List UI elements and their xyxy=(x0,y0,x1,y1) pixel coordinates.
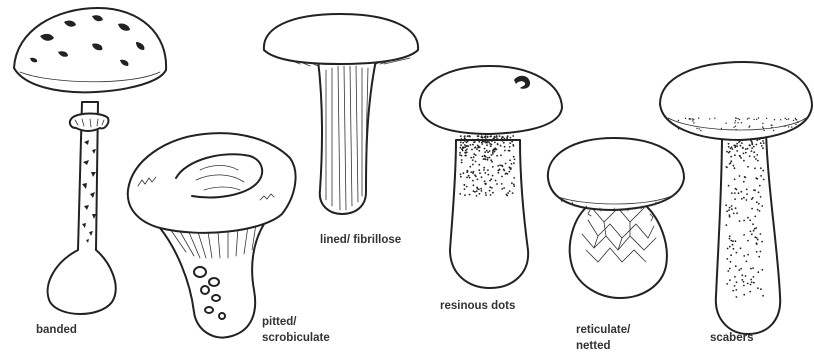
label-reticulate-line1: reticulate/ xyxy=(576,322,630,338)
label-resinous: resinous dots xyxy=(440,298,515,314)
label-pitted: pitted/ scrobiculate xyxy=(262,314,330,346)
label-lined: lined/ fibrillose xyxy=(320,232,401,248)
label-scabers: scabers xyxy=(710,330,753,346)
resinous-mushroom-drawing xyxy=(420,66,562,288)
label-reticulate: reticulate/ netted xyxy=(576,322,630,354)
pitted-mushroom-drawing xyxy=(128,133,296,337)
label-banded: banded xyxy=(36,322,77,338)
scabers-mushroom-drawing xyxy=(660,62,812,334)
label-pitted-line1: pitted/ xyxy=(262,314,330,330)
label-banded-text: banded xyxy=(36,322,77,338)
label-reticulate-line2: netted xyxy=(576,338,630,354)
label-scabers-text: scabers xyxy=(710,330,753,346)
label-resinous-text: resinous dots xyxy=(440,298,515,314)
label-lined-text: lined/ fibrillose xyxy=(320,232,401,248)
reticulate-mushroom-drawing xyxy=(548,138,684,298)
label-pitted-line2: scrobiculate xyxy=(262,330,330,346)
